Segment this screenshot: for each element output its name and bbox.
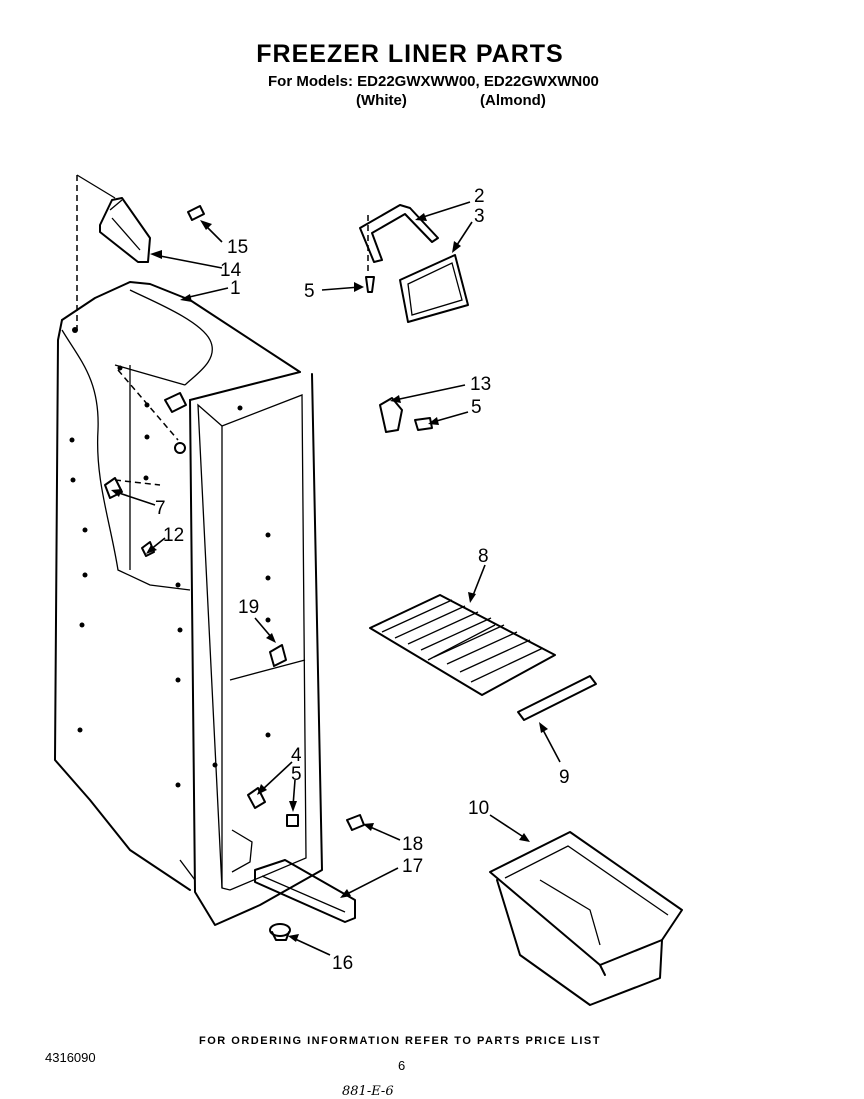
wire-shelf-part-8 [369, 594, 556, 696]
screw-part-5-bottom [286, 814, 299, 827]
callout-3: 3 [474, 206, 485, 227]
callout-14: 14 [220, 260, 242, 281]
callout-4: 4 [291, 745, 302, 766]
screw-part-15 [187, 205, 205, 221]
frame-part-3 [399, 254, 469, 323]
variant-white: (White) [356, 92, 407, 109]
callout-9: 9 [559, 767, 570, 788]
callout-5-middle: 5 [471, 397, 482, 418]
callout-5-bottom: 5 [291, 764, 302, 785]
fastener-part-4 [247, 787, 266, 809]
clip-part-19 [269, 644, 287, 667]
callout-15: 15 [227, 237, 248, 258]
ordering-note: FOR ORDERING INFORMATION REFER TO PARTS … [199, 1035, 601, 1047]
handwritten-note: 881-E-6 [342, 1084, 394, 1099]
callout-1: 1 [230, 278, 241, 299]
screw-part-18 [346, 814, 365, 831]
plug-part-16 [269, 923, 291, 941]
hinge-bracket-part-14 [99, 197, 151, 263]
callout-10: 10 [468, 798, 489, 819]
document-number: 4316090 [45, 1050, 96, 1065]
callout-16: 16 [332, 953, 353, 974]
callout-5-top: 5 [304, 281, 315, 302]
callout-7: 7 [155, 498, 166, 519]
callout-2: 2 [474, 186, 485, 207]
freezer-liner-part-1 [54, 174, 323, 926]
callout-13: 13 [470, 374, 491, 395]
model-list: For Models: ED22GWXWW00, ED22GWXWN00 [268, 73, 599, 90]
bracket-part-7 [104, 369, 187, 499]
callout-19: 19 [238, 597, 259, 618]
variant-almond: (Almond) [480, 92, 546, 109]
ice-bin-part-10 [489, 831, 683, 1006]
callout-18: 18 [402, 834, 423, 855]
clip-part-13 [379, 397, 433, 433]
bottom-trim-part-17 [254, 859, 356, 923]
fastener-part-12 [141, 541, 155, 557]
page-title: FREEZER LINER PARTS [256, 40, 564, 68]
screw-part-5-top [365, 276, 375, 293]
callout-17: 17 [402, 856, 423, 877]
bracket-part-2 [359, 204, 439, 272]
page-number: 6 [398, 1058, 406, 1073]
shelf-trim-part-9 [517, 675, 597, 721]
leader-lines [111, 201, 561, 956]
callout-8: 8 [478, 546, 489, 567]
callout-12: 12 [163, 525, 184, 546]
